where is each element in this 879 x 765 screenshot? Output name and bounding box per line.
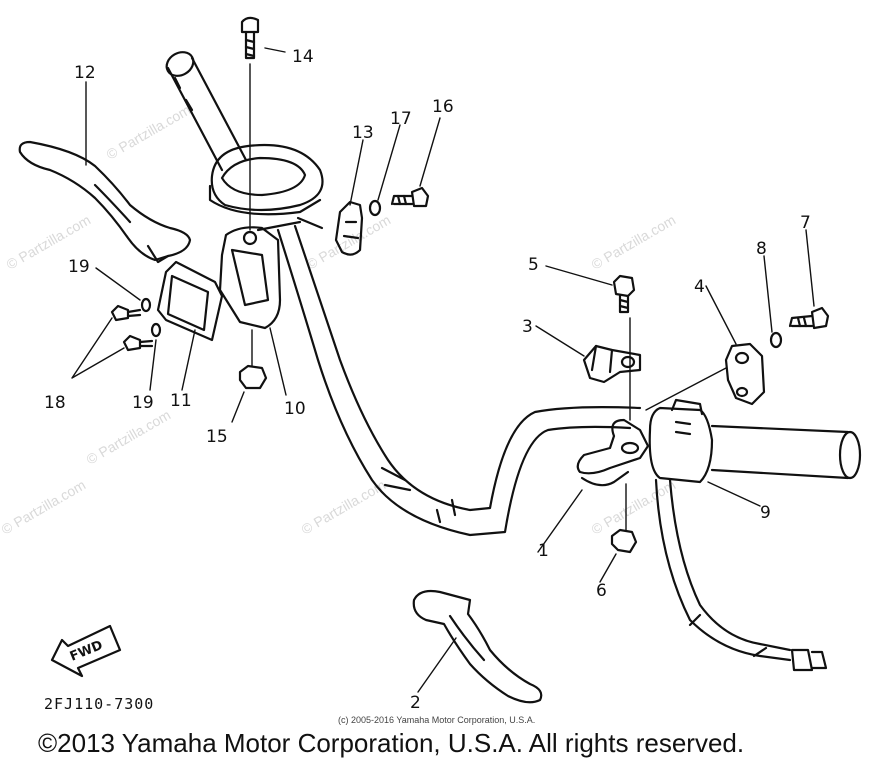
callout-15: 15: [206, 427, 228, 447]
watermark-text: © Partzilla.com: [299, 477, 389, 538]
lever-holder-1: [576, 317, 650, 487]
watermark-text: © Partzilla.com: [84, 407, 174, 468]
callout-2: 2: [410, 693, 421, 713]
callout-4: 4: [694, 277, 705, 297]
watermark-text: © Partzilla.com: [104, 102, 194, 163]
bolt-14: [240, 16, 260, 231]
throttle-lever-13: [334, 200, 364, 256]
callout-13: 13: [352, 123, 374, 143]
part-code: 2FJ110-7300: [44, 695, 155, 713]
callout-3: 3: [522, 317, 533, 337]
clamp-3: [582, 344, 642, 384]
callout-18: 18: [44, 393, 66, 413]
master-cylinder: [218, 216, 324, 330]
callout-17: 17: [390, 109, 412, 129]
bolt-7: [788, 306, 830, 330]
callout-5: 5: [528, 255, 539, 275]
bolt-5: [612, 274, 636, 314]
switch-cable: [654, 478, 828, 672]
callout-7: 7: [800, 213, 811, 233]
right-switch-grip-9: [648, 398, 862, 484]
bolt-16: [390, 186, 430, 208]
callout-10: 10: [284, 399, 306, 419]
callout-8: 8: [756, 239, 767, 259]
watermarks: © Partzilla.com © Partzilla.com © Partzi…: [0, 102, 678, 538]
callout-19a: 19: [68, 257, 90, 277]
throttle-housing: [208, 143, 324, 216]
callout-12: 12: [74, 63, 96, 83]
watermark-text: © Partzilla.com: [0, 477, 88, 538]
main-copyright: ©2013 Yamaha Motor Corporation, U.S.A. A…: [38, 728, 745, 758]
washer-8: [769, 331, 783, 349]
screws-18: [110, 304, 154, 352]
washer-17: [368, 199, 382, 217]
callout-16: 16: [432, 97, 454, 117]
watermark-text: © Partzilla.com: [589, 212, 679, 273]
leader-lines: [71, 47, 815, 693]
nut-6: [610, 483, 638, 554]
fwd-arrow-icon: [50, 624, 122, 678]
lever-12: [18, 140, 192, 264]
lever-2: [412, 589, 543, 704]
holder-4: [645, 342, 766, 411]
callout-1: 1: [538, 541, 549, 561]
fwd-label: FWD: [68, 638, 105, 665]
handlebar: [276, 224, 642, 537]
left-grip: [165, 51, 248, 172]
callout-14: 14: [292, 47, 314, 67]
nut-15: [238, 329, 268, 390]
callout-9: 9: [760, 503, 771, 523]
cover-11: [156, 260, 224, 342]
washers-19: [140, 297, 162, 338]
small-copyright: (c) 2005-2016 Yamaha Motor Corporation, …: [338, 715, 536, 725]
callout-6: 6: [596, 581, 607, 601]
callout-11: 11: [170, 391, 192, 411]
callout-19b: 19: [132, 393, 154, 413]
watermark-text: © Partzilla.com: [304, 212, 394, 273]
callout-numbers: 1 2 3 4 5 6 7 8 9 10 11 12 13 14 15 16 1…: [44, 47, 811, 713]
